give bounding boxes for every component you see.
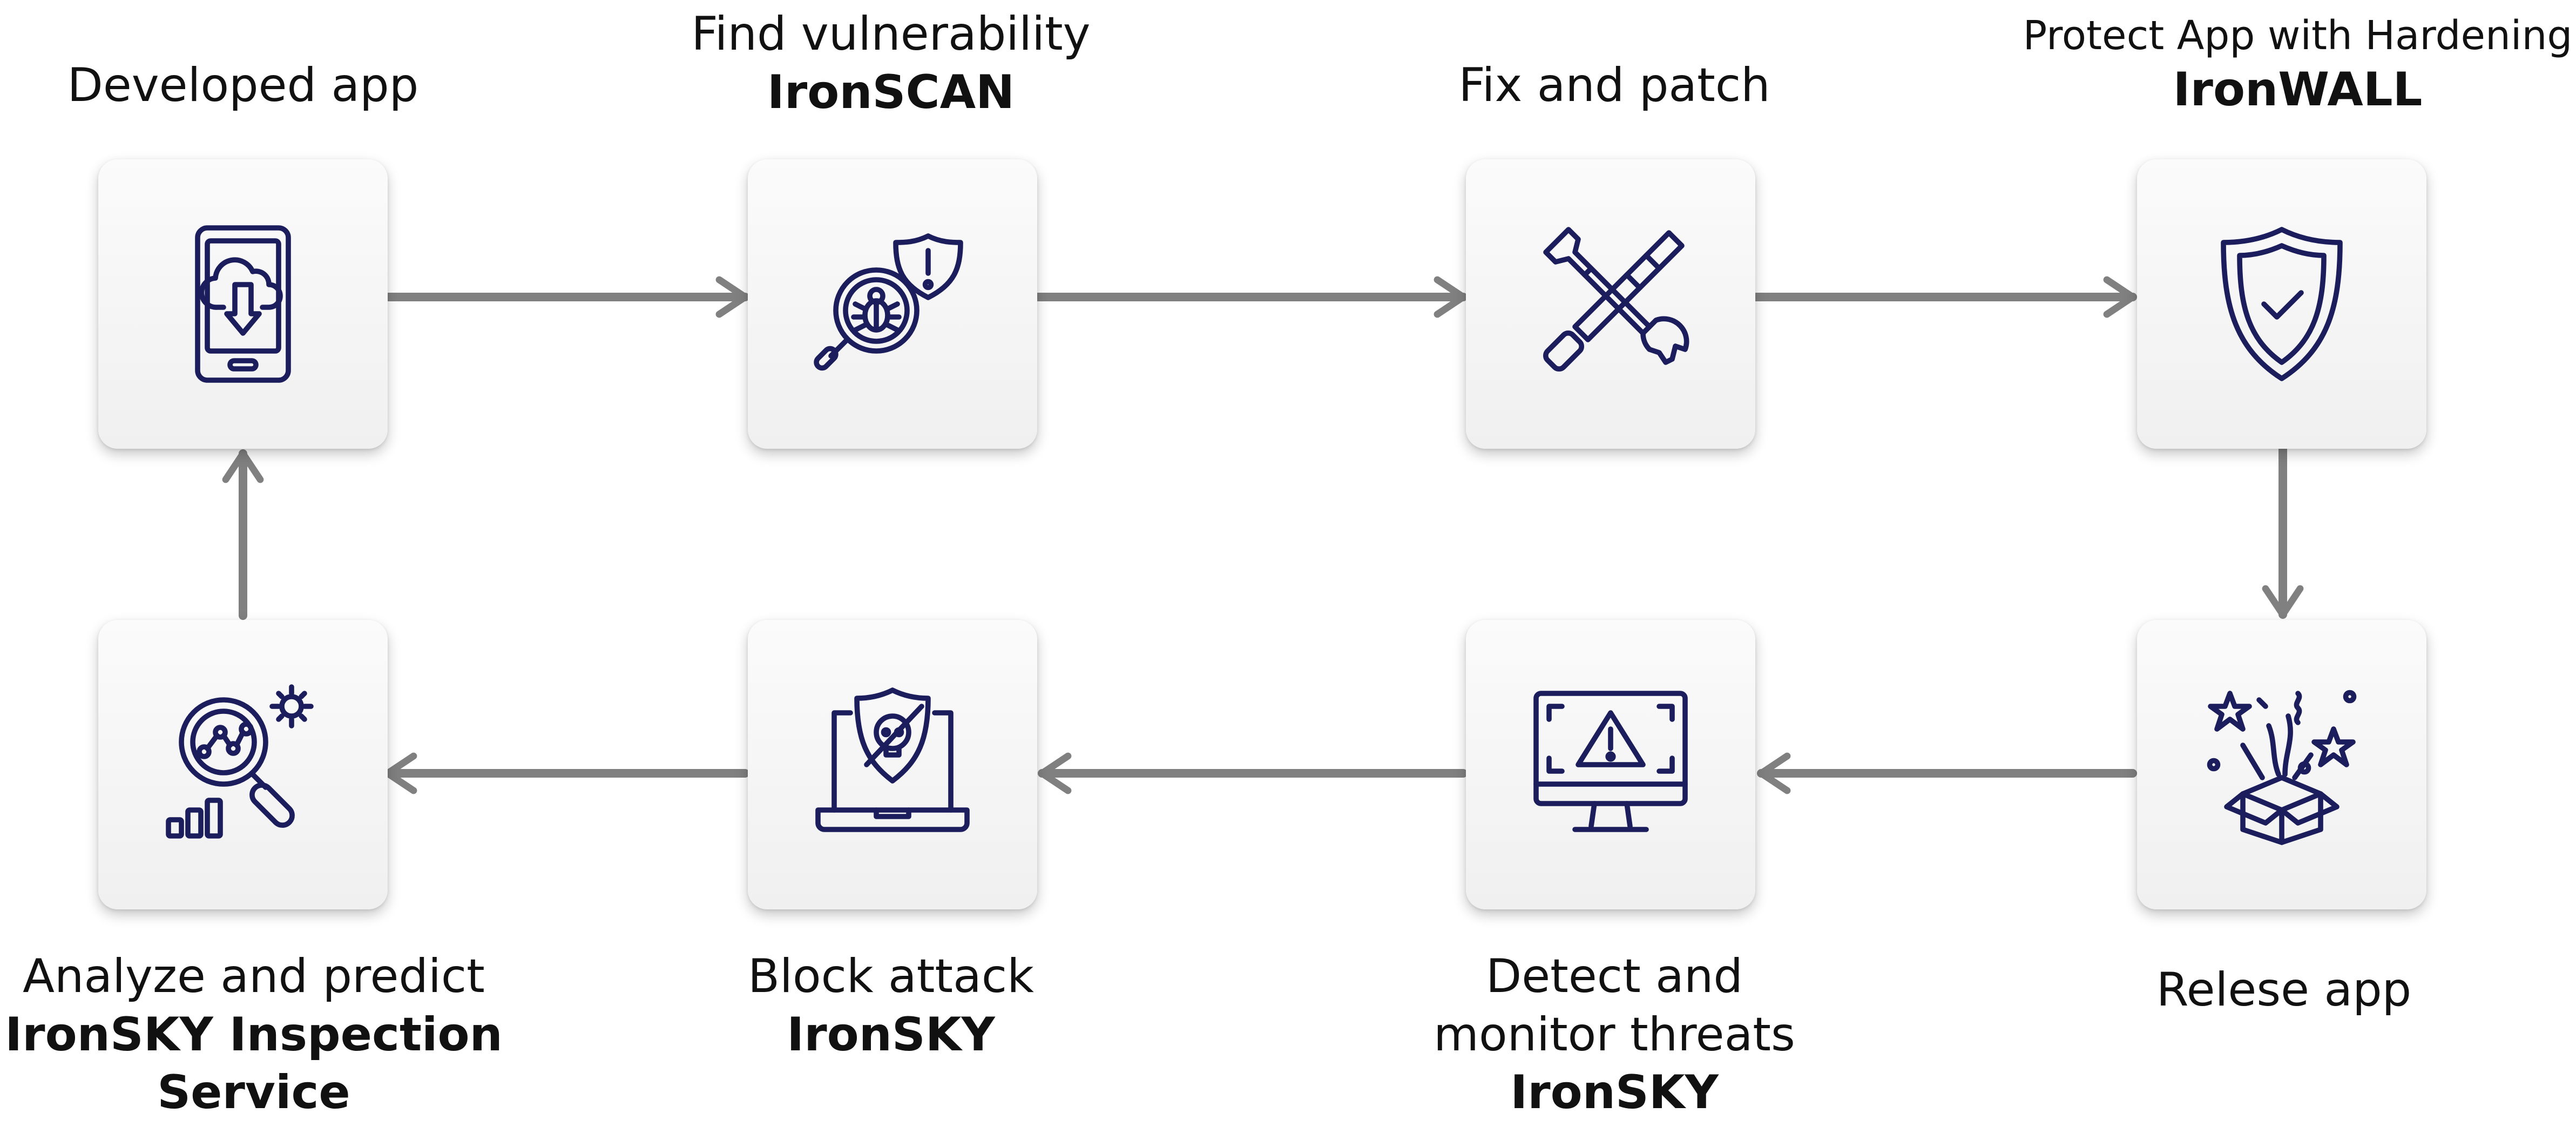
label-block-attack: Block attack IronSKY [648,948,1134,1064]
protect-app-title: Protect App with Hardening [2023,12,2573,59]
detect-ironsky-product: IronSKY [1510,1065,1719,1119]
release-app-title: Relese app [2156,963,2412,1017]
block-attack-title: Block attack [748,949,1034,1003]
wrench-screwdriver-icon [1543,227,1689,372]
node-find-vulnerability [748,159,1037,449]
ironwall-product: IronWALL [2173,62,2423,117]
developed-app-title: Developed app [67,58,419,112]
label-fix-and-patch: Fix and patch [1371,57,1857,115]
analytics-icon [166,684,314,839]
laptop-shield-icon [815,687,970,832]
label-protect-app: Protect App with Hardening IronWALL [2019,11,2576,119]
label-release-app: Relese app [2073,961,2494,1020]
label-analyze-predict: Analyze and predict IronSKY Inspection S… [0,948,508,1122]
bug-scan-icon [814,233,963,371]
label-find-vulnerability: Find vulnerability IronSCAN [648,5,1134,122]
detect-monitor-title-line1: Detect and [1486,949,1743,1003]
node-developed-app [98,159,388,449]
gift-box-icon [2207,690,2357,845]
mobile-download-icon [195,225,291,383]
node-release-app [2137,620,2426,909]
node-detect-monitor [1466,620,1755,909]
monitor-warning-icon [1533,691,1688,832]
fix-and-patch-title: Fix and patch [1458,58,1770,112]
node-fix-and-patch [1466,159,1755,449]
node-protect-app [2137,159,2426,449]
find-vulnerability-title: Find vulnerability [691,7,1091,61]
detect-monitor-title-line2: monitor threats [1434,1007,1795,1062]
label-developed-app: Developed app [54,57,432,115]
block-ironsky-product: IronSKY [787,1007,995,1062]
ironscan-product: IronSCAN [767,65,1015,119]
shield-check-icon [2221,227,2343,381]
analyze-predict-title: Analyze and predict [23,949,485,1003]
node-analyze-predict [98,620,388,909]
ironsky-inspection-product-line2: Service [157,1065,350,1119]
node-block-attack [748,620,1037,909]
label-detect-monitor: Detect and monitor threats IronSKY [1371,948,1857,1122]
ironsky-inspection-product-line1: IronSKY Inspection [5,1007,503,1062]
